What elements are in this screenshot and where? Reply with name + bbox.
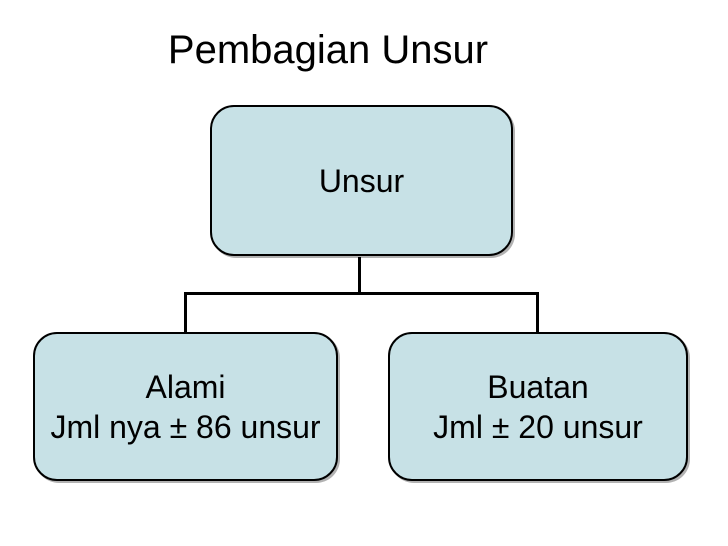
slide-title: Pembagian Unsur <box>167 28 489 72</box>
node-alami-title: Alami <box>145 368 226 405</box>
node-buatan: Buatan Jml ± 20 unsur <box>388 332 688 481</box>
connector-left-drop-line <box>184 292 187 333</box>
connector-stem-line <box>358 257 361 295</box>
connector-horizontal-line <box>184 292 539 295</box>
node-unsur: Unsur <box>210 105 513 256</box>
node-buatan-title: Buatan <box>487 368 589 405</box>
connector-right-drop-line <box>536 292 539 333</box>
node-alami-subtitle: Jml nya ± 86 unsur <box>50 408 321 445</box>
node-unsur-label: Unsur <box>318 162 405 199</box>
node-buatan-subtitle: Jml ± 20 unsur <box>433 408 643 445</box>
node-alami: Alami Jml nya ± 86 unsur <box>33 332 338 481</box>
